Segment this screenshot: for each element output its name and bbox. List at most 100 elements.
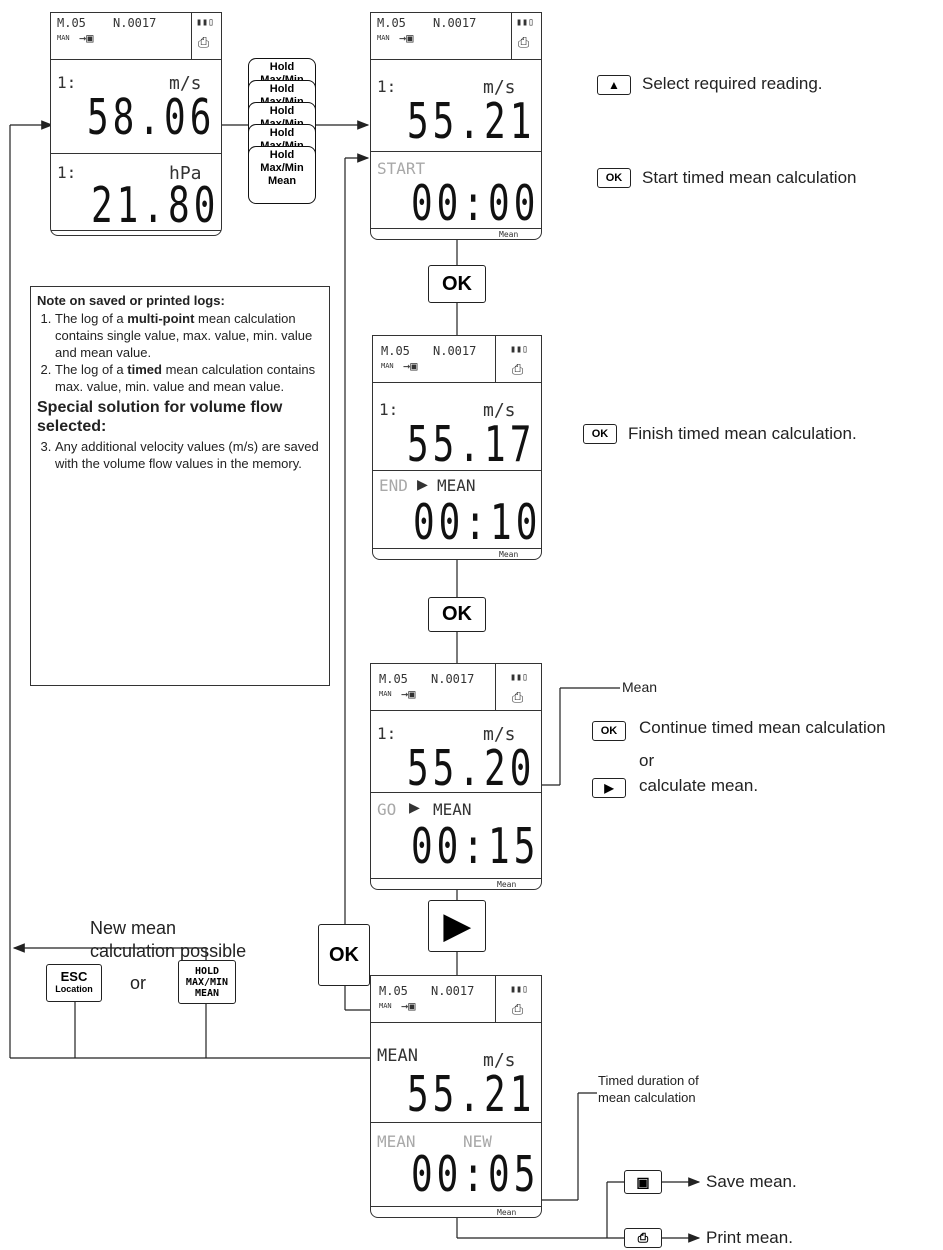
battery-icon: ▮▮▯ xyxy=(510,672,529,683)
up-arrow-key[interactable]: ▲ xyxy=(597,75,631,95)
or-text: or xyxy=(130,973,147,993)
device-display-2: M.05 N.0017 MAN →▣ ▮▮▯ ⎙ 1: m/s 55.21 ST… xyxy=(370,12,542,240)
maxmin-key-label: MAX/MIN xyxy=(185,976,229,988)
memory-label: M.05 xyxy=(379,672,408,686)
value-top: 55.21 xyxy=(407,95,536,151)
instruction-finish: Finish timed mean calculation. xyxy=(628,424,857,443)
callout-duration-2: mean calculation xyxy=(598,1090,696,1105)
instruction-start: Start timed mean calculation xyxy=(642,168,857,187)
save-key[interactable]: ▣ xyxy=(624,1170,662,1194)
ok-key-2[interactable]: OK xyxy=(428,597,486,632)
note-item-1: The log of a multi-point mean calculatio… xyxy=(55,310,323,361)
instruction-or: or xyxy=(639,751,655,770)
esc-sub-label: Location xyxy=(55,984,93,994)
ok-small-key-3[interactable]: OK xyxy=(592,721,626,741)
battery-icon: ▮▮▯ xyxy=(196,17,215,28)
ok-key-1[interactable]: OK xyxy=(428,265,486,303)
unit-bottom: MEAN xyxy=(437,476,476,495)
device-display-1: M.05 N.0017 MAN →▣ ▮▮▯ ⎙ 1: m/s 58.06 1:… xyxy=(50,12,222,236)
footer-mean: Mean xyxy=(497,880,517,889)
battery-icon: ▮▮▯ xyxy=(510,344,529,355)
printer-icon: ⎙ xyxy=(198,35,210,51)
device-display-5: M.05 N.0017 MAN →▣ ▮▮▯ ⎙ MEAN m/s 55.21 … xyxy=(370,975,542,1218)
note-item-3: Any additional velocity values (m/s) are… xyxy=(55,438,323,472)
value-top: 55.21 xyxy=(407,1068,536,1124)
callout-mean: Mean xyxy=(622,679,658,695)
hold-label: Hold xyxy=(269,105,295,117)
hold-label: Hold xyxy=(269,149,295,161)
man-label: MAN xyxy=(381,362,394,370)
save-icon: →▣ xyxy=(401,687,416,701)
printer-icon: ⎙ xyxy=(512,1002,524,1018)
unit-bottom: MEAN xyxy=(433,800,472,819)
printer-icon: ⎙ xyxy=(518,35,530,51)
value-bottom: 00:05 xyxy=(411,1148,540,1204)
instruction-save: Save mean. xyxy=(706,1172,797,1191)
man-label: MAN xyxy=(377,34,390,42)
label-top: 1: xyxy=(57,73,77,92)
footer-mean: Mean xyxy=(497,1208,517,1217)
man-label: MAN xyxy=(379,1002,392,1010)
play-icon: ▶ xyxy=(409,797,420,818)
save-icon: →▣ xyxy=(401,999,416,1013)
man-label: MAN xyxy=(379,690,392,698)
footer-mean: Mean xyxy=(499,550,519,559)
instruction-print: Print mean. xyxy=(706,1228,793,1247)
maxmin-label: Max/Min xyxy=(260,162,304,174)
unit-top: m/s xyxy=(483,1050,516,1071)
new-mean-line2: calculation possible xyxy=(90,941,247,961)
new-mean-line1: New mean xyxy=(90,918,177,938)
hold-maxmin-mean-key[interactable]: HOLD MAX/MIN MEAN xyxy=(178,960,236,1004)
esc-key[interactable]: ESC Location xyxy=(46,964,102,1002)
value-top: 58.06 xyxy=(87,91,216,147)
hold-label: Hold xyxy=(269,83,295,95)
memory-label: M.05 xyxy=(379,984,408,998)
save-icon: →▣ xyxy=(399,31,414,45)
location-label: N.0017 xyxy=(433,344,477,358)
location-label: N.0017 xyxy=(433,16,477,30)
label-top: 1: xyxy=(379,400,399,419)
note-item-2: The log of a timed mean calculation cont… xyxy=(55,361,323,395)
ok-small-key-2[interactable]: OK xyxy=(583,424,617,444)
memory-label: M.05 xyxy=(381,344,410,358)
man-label: MAN xyxy=(57,34,70,42)
footer-mean: Mean xyxy=(499,230,519,239)
instruction-select: Select required reading. xyxy=(642,74,823,93)
memory-label: M.05 xyxy=(57,16,86,30)
battery-icon: ▮▮▯ xyxy=(510,984,529,995)
print-key[interactable]: ⎙ xyxy=(624,1228,662,1248)
play-small-key[interactable]: ▶ xyxy=(592,778,626,798)
hold-key-label: HOLD xyxy=(194,965,220,977)
unit-top: m/s xyxy=(169,73,202,94)
printer-icon: ⎙ xyxy=(512,362,524,378)
ok-key-new[interactable]: OK xyxy=(318,924,370,986)
save-icon: →▣ xyxy=(79,31,94,45)
location-label: N.0017 xyxy=(431,984,475,998)
label-bottom: END xyxy=(379,476,408,495)
location-label: N.0017 xyxy=(431,672,475,686)
mean-key-label: MEAN xyxy=(194,987,220,999)
note-box: Note on saved or printed logs: The log o… xyxy=(30,286,330,686)
esc-label: ESC xyxy=(60,969,88,984)
ok-small-key-1[interactable]: OK xyxy=(597,168,631,188)
label-top: MEAN xyxy=(377,1046,418,1066)
label-top: 1: xyxy=(377,724,397,743)
hold-label: Hold xyxy=(269,127,295,139)
instruction-calc: calculate mean. xyxy=(639,776,759,795)
label-top: 1: xyxy=(377,77,397,96)
device-display-4: M.05 N.0017 MAN →▣ ▮▮▯ ⎙ 1: m/s 55.20 GO… xyxy=(370,663,542,890)
location-label: N.0017 xyxy=(113,16,157,30)
memory-label: M.05 xyxy=(377,16,406,30)
value-bottom: 21.80 xyxy=(91,179,220,235)
play-key[interactable]: ▶ xyxy=(428,900,486,952)
callout-duration-1: Timed duration of xyxy=(598,1073,699,1088)
play-icon: ▶ xyxy=(417,474,428,495)
mean-label: Mean xyxy=(267,175,297,187)
unit-top: m/s xyxy=(483,77,516,98)
battery-icon: ▮▮▯ xyxy=(516,17,535,28)
value-top: 55.17 xyxy=(407,418,536,474)
save-icon: →▣ xyxy=(403,359,418,373)
